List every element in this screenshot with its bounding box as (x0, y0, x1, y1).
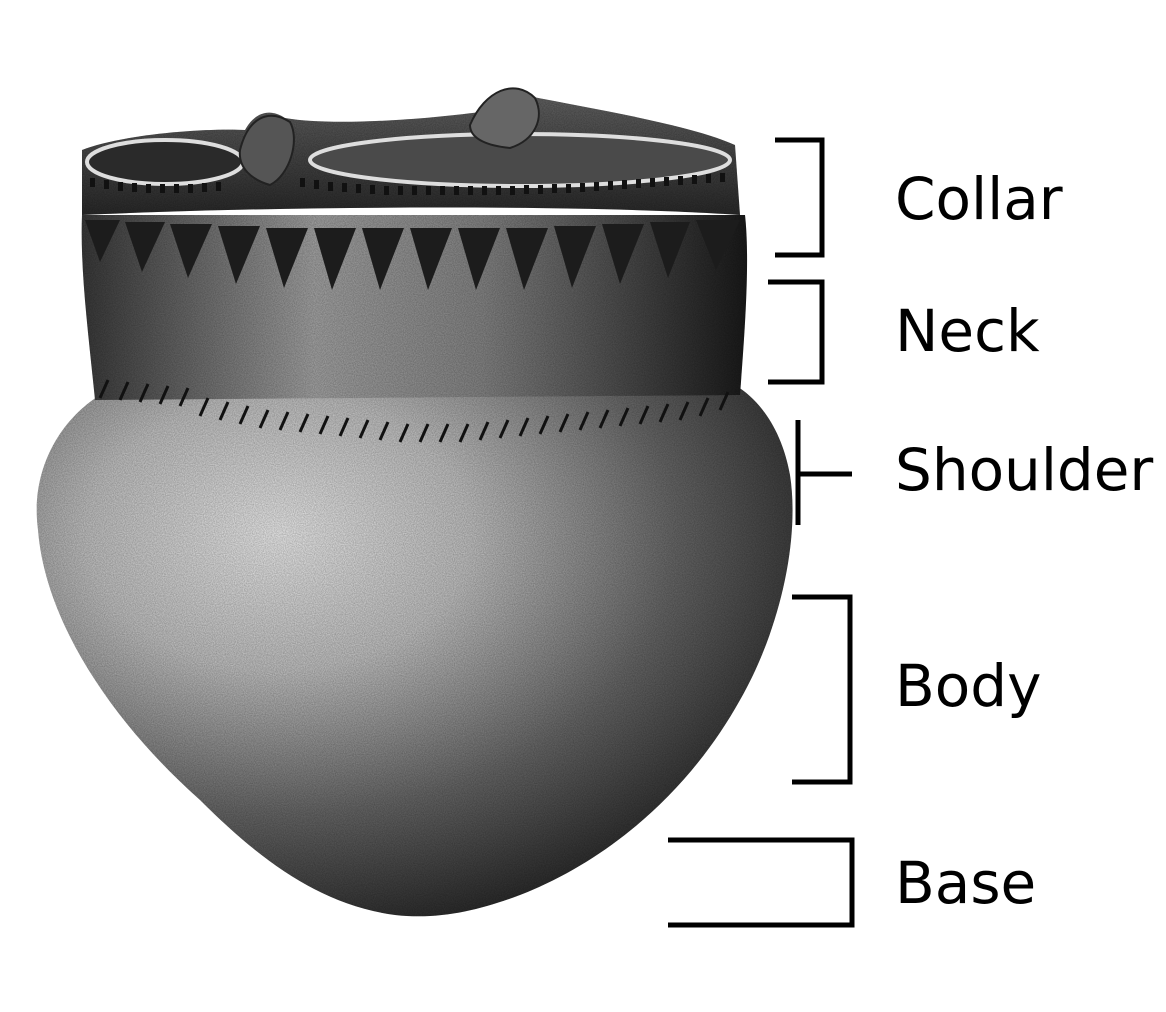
collar-bracket (775, 140, 822, 255)
collar-label: Collar (895, 170, 1063, 228)
neck-bracket (768, 282, 822, 382)
neck-label: Neck (895, 302, 1040, 360)
shoulder-label: Shoulder (895, 441, 1153, 499)
body-bracket (792, 597, 850, 782)
base-bracket (668, 840, 852, 925)
base-label: Base (895, 854, 1036, 912)
rim-opening-left (87, 140, 243, 184)
body-label: Body (895, 657, 1041, 715)
shoulder-tick (798, 420, 852, 525)
